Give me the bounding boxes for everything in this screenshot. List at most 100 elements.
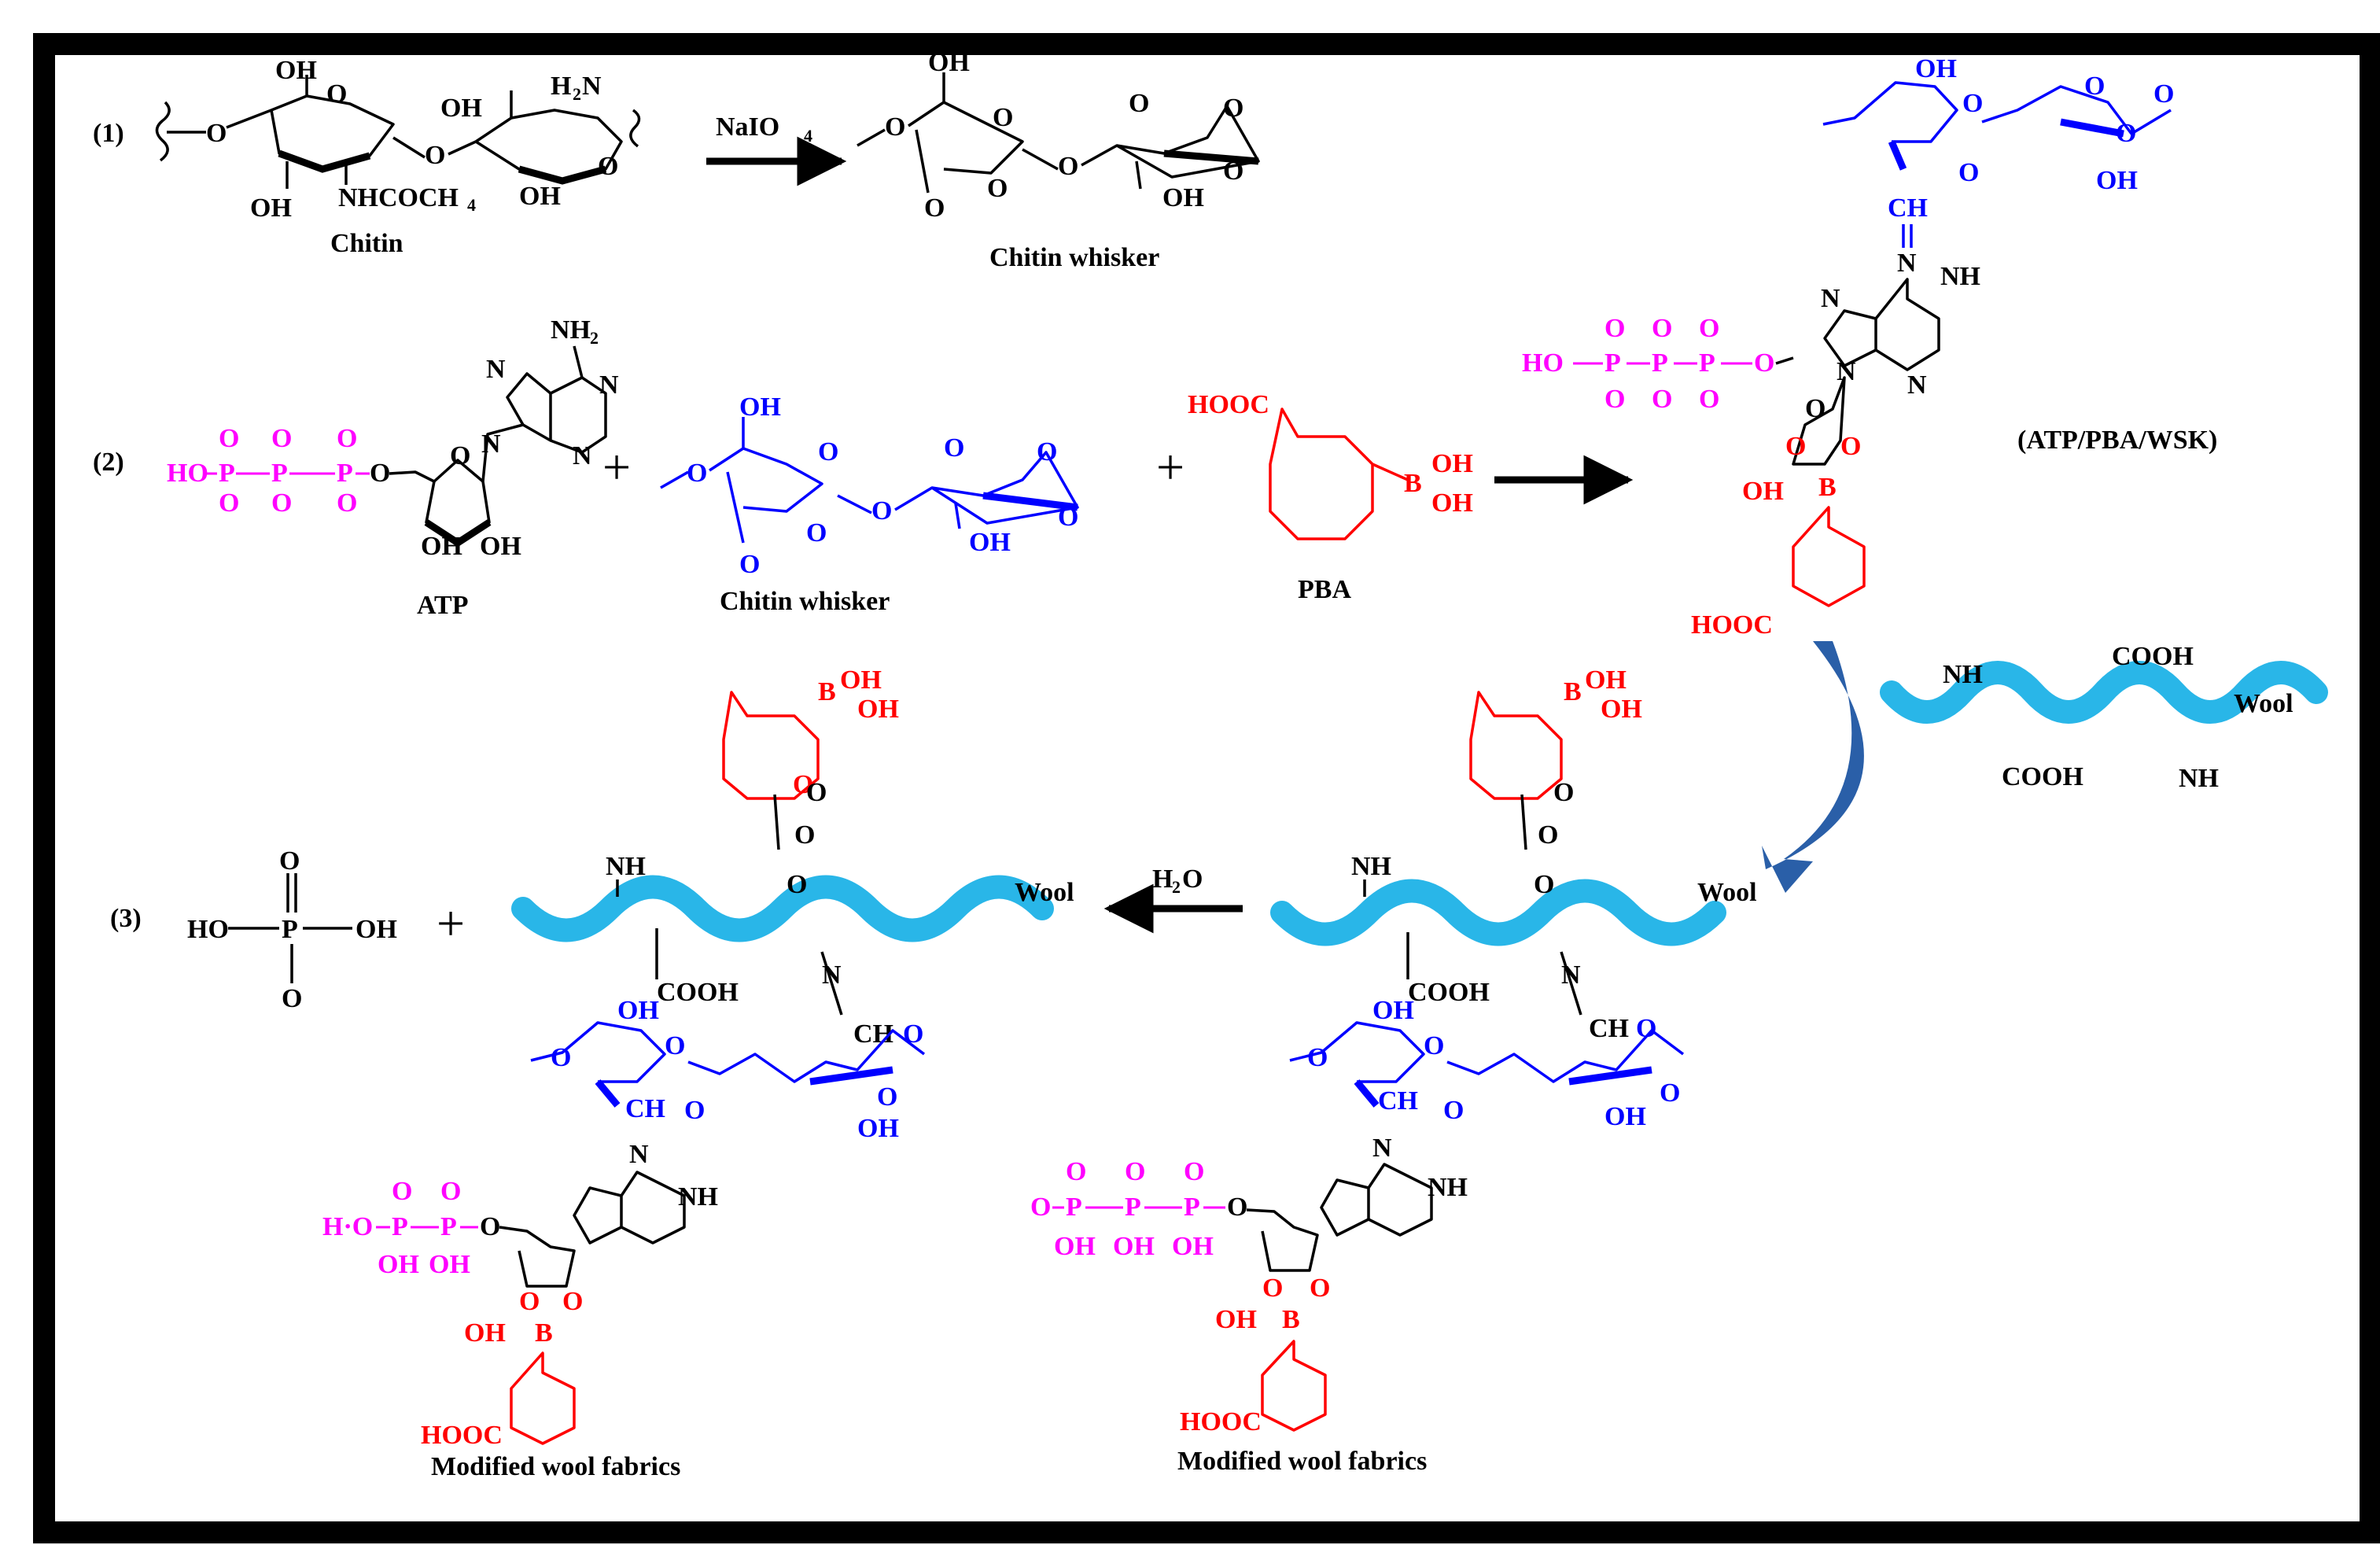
- svg-text:O: O: [551, 1043, 571, 1072]
- svg-text:O: O: [392, 1177, 412, 1206]
- svg-text:O: O: [271, 424, 292, 453]
- svg-text:O: O: [337, 489, 357, 518]
- modified-wool-caption-1: Modified wool fabrics: [431, 1452, 680, 1481]
- atp-pba-wsk-product: OH O O O O OH O CH N NH N N N O HO P P P…: [1522, 54, 2217, 640]
- svg-text:O: O: [739, 550, 760, 579]
- svg-text:P: P: [1066, 1193, 1082, 1222]
- svg-text:B: B: [1404, 469, 1422, 498]
- svg-text:OH: OH: [1431, 489, 1473, 518]
- svg-text:HO: HO: [1522, 348, 1564, 378]
- svg-text:NH: NH: [1428, 1173, 1468, 1202]
- svg-text:O: O: [993, 103, 1013, 132]
- svg-text:OH: OH: [1215, 1305, 1257, 1334]
- chitin-whisker-caption-2: Chitin whisker: [720, 587, 890, 616]
- svg-text:OH: OH: [617, 996, 659, 1025]
- svg-text:OH: OH: [464, 1318, 506, 1348]
- svg-text:O: O: [1652, 314, 1672, 343]
- svg-text:O: O: [1262, 1274, 1283, 1303]
- svg-text:OH: OH: [1172, 1232, 1214, 1261]
- svg-text:OH: OH: [1054, 1232, 1096, 1261]
- svg-text:O: O: [1553, 778, 1574, 807]
- svg-text:P: P: [392, 1212, 408, 1241]
- pba-caption: PBA: [1298, 575, 1351, 604]
- svg-text:OH: OH: [356, 915, 397, 944]
- svg-text:O: O: [1805, 394, 1826, 423]
- svg-text:NH: NH: [551, 315, 591, 345]
- svg-text:OH: OH: [1372, 996, 1414, 1025]
- svg-text:P: P: [282, 915, 298, 944]
- svg-text:NH: NH: [2179, 764, 2219, 793]
- svg-text:O: O: [1636, 1014, 1656, 1043]
- svg-text:O: O: [1227, 1193, 1247, 1222]
- svg-text:Wool: Wool: [1697, 878, 1757, 907]
- svg-text:O: O: [1307, 1043, 1328, 1072]
- modified-wool-fabric-middle: Wool NH COOH B OH OH O O O N CH OH O O O…: [1030, 666, 1757, 1476]
- svg-text:O: O: [1754, 348, 1774, 378]
- svg-text:O: O: [1604, 314, 1625, 343]
- svg-text:P: P: [219, 459, 235, 488]
- svg-text:O: O: [684, 1096, 705, 1125]
- svg-text:OH: OH: [840, 666, 882, 695]
- atp-caption: ATP: [417, 591, 468, 620]
- svg-text:P: P: [1604, 348, 1621, 378]
- curved-arrow: [1762, 641, 1864, 893]
- svg-text:O: O: [1962, 89, 1983, 118]
- svg-text:OH: OH: [739, 393, 781, 422]
- svg-text:O: O: [279, 846, 300, 876]
- svg-text:N: N: [1837, 357, 1856, 386]
- svg-text:OH: OH: [1601, 695, 1642, 724]
- svg-text:P: P: [337, 459, 353, 488]
- svg-text:OH: OH: [1113, 1232, 1155, 1261]
- svg-text:O: O: [787, 870, 807, 899]
- svg-text:OH: OH: [969, 528, 1011, 557]
- plus-sign-3: +: [437, 895, 465, 951]
- svg-text:O: O: [440, 1177, 461, 1206]
- svg-text:OH: OH: [1604, 1102, 1646, 1131]
- svg-text:O: O: [1785, 432, 1806, 461]
- svg-text:O: O: [1958, 158, 1979, 187]
- svg-text:O: O: [1129, 89, 1149, 118]
- svg-text:O: O: [806, 778, 827, 807]
- svg-text:HOOC: HOOC: [1180, 1407, 1262, 1436]
- svg-text:B: B: [535, 1318, 553, 1348]
- chitin-whisker-caption-1: Chitin whisker: [989, 243, 1159, 272]
- svg-text:OH: OH: [928, 48, 970, 77]
- svg-text:OH: OH: [519, 182, 561, 211]
- svg-text:O: O: [370, 459, 390, 488]
- svg-text:O: O: [1184, 1157, 1204, 1186]
- chitin-whisker-structure-2: O OH O O O O O O O OH Chitin whisker: [660, 393, 1079, 616]
- svg-text:O: O: [326, 79, 347, 109]
- svg-text:O: O: [1058, 503, 1078, 532]
- svg-text:O: O: [1443, 1096, 1464, 1125]
- svg-text:NH: NH: [678, 1182, 718, 1211]
- svg-text:HOOC: HOOC: [1691, 610, 1773, 640]
- svg-text:O: O: [1699, 385, 1719, 414]
- svg-text:O: O: [282, 984, 302, 1013]
- svg-text:N: N: [573, 441, 592, 470]
- svg-text:O: O: [871, 496, 892, 525]
- svg-text:OH: OH: [440, 94, 482, 123]
- svg-text:O: O: [687, 459, 707, 488]
- svg-text:N: N: [582, 72, 602, 101]
- svg-text:COOH: COOH: [1408, 978, 1490, 1007]
- svg-text:O: O: [598, 152, 618, 181]
- svg-text:O: O: [987, 174, 1008, 203]
- svg-text:H·O: H·O: [322, 1212, 373, 1241]
- svg-text:O: O: [1652, 385, 1672, 414]
- step-3-label: (3): [110, 904, 142, 933]
- figure-frame: [33, 33, 2380, 1543]
- svg-text:CH: CH: [625, 1094, 665, 1123]
- svg-text:O: O: [519, 1287, 540, 1316]
- svg-text:OH: OH: [1585, 666, 1627, 695]
- svg-text:O: O: [924, 194, 945, 223]
- svg-text:H: H: [551, 72, 571, 101]
- svg-text:Wool: Wool: [2234, 689, 2293, 718]
- svg-text:NH: NH: [606, 852, 646, 881]
- naio4-arrow: NaIO 4: [706, 112, 847, 186]
- svg-text:CH: CH: [1378, 1086, 1418, 1115]
- svg-text:N: N: [822, 961, 842, 990]
- svg-text:B: B: [1282, 1305, 1300, 1334]
- svg-text:P: P: [271, 459, 288, 488]
- chitin-whisker-structure-1: O O OH O O O O O O OH Chitin whisker: [857, 48, 1260, 272]
